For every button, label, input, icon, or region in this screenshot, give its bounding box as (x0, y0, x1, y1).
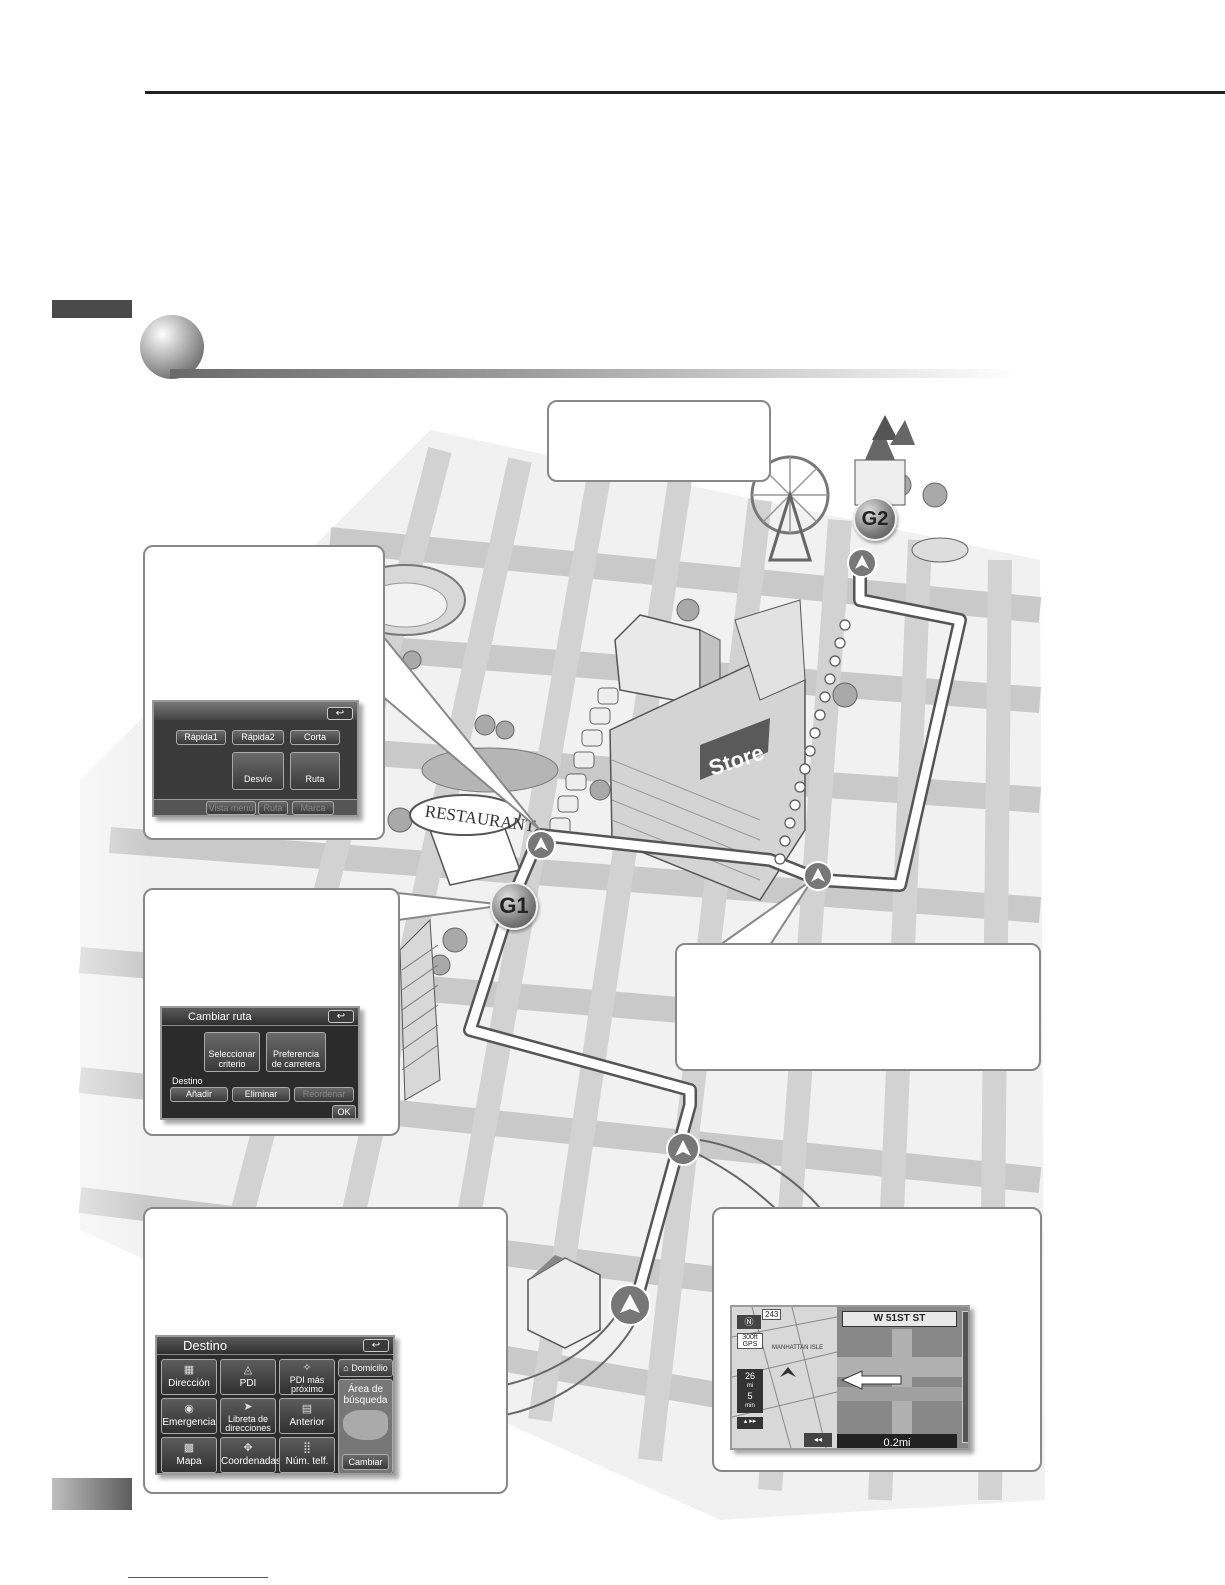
coordinates-icon: ✥ (243, 1442, 253, 1454)
distance-to-turn: 0.2mi (837, 1434, 957, 1448)
search-area-title: Área de búsqueda (343, 1384, 388, 1406)
remaining-time: 5 (747, 1391, 753, 1401)
goal-2-pin: G2 (853, 497, 897, 541)
select-criteria-button[interactable]: Seleccionar criterio (204, 1032, 260, 1072)
road-preference-button[interactable]: Preferencia de carretera (266, 1032, 326, 1072)
destination-screen: Destino ↩ ▦Dirección ◬PDI ✧PDI más próxi… (155, 1335, 395, 1475)
detour-label: Desvío (243, 774, 272, 784)
address-icon: ▦ (183, 1364, 195, 1376)
previous-icon: ▤ (301, 1403, 313, 1415)
delete-button[interactable]: Eliminar (232, 1087, 290, 1102)
section-heading-rule (170, 369, 1020, 378)
section-bullet-icon (140, 315, 204, 379)
callout-waypoint (675, 943, 1041, 1071)
route-label: Ruta (305, 774, 325, 784)
map-street-label: MANHATTAN ISLE (772, 1345, 824, 1351)
poi-icon: ◬ (243, 1364, 253, 1376)
emergency-icon: ◉ (184, 1403, 194, 1415)
fast-route-1-button[interactable]: Rápida1 (176, 730, 226, 745)
zoom-controls[interactable]: ▴ ▸▸ (737, 1417, 763, 1429)
destination-section-label: Destino (172, 1076, 203, 1086)
home-icon: ⌂ (343, 1363, 349, 1373)
tile-emergency[interactable]: ◉Emergencia (161, 1398, 217, 1434)
map-strip (154, 702, 357, 720)
scroll-bar[interactable] (962, 1311, 968, 1443)
route-arrow-markers (526, 548, 877, 1326)
junction-view-pane: W 51ST ST 0.2mi (837, 1307, 968, 1448)
add-button[interactable]: Añadir (170, 1087, 228, 1102)
rewind-icon[interactable]: ◂◂ (804, 1433, 832, 1447)
route-shield: 243 (762, 1309, 782, 1320)
top-rule (145, 91, 1225, 94)
mark-button[interactable]: Marca (292, 801, 334, 815)
route-tab-button[interactable]: Ruta (258, 801, 288, 815)
change-route-title: Cambiar ruta (162, 1008, 358, 1026)
trip-info-panel: 26 mi 5 min (737, 1369, 763, 1413)
tile-address[interactable]: ▦Dirección (161, 1359, 217, 1395)
fast-route-2-button[interactable]: Rápida2 (232, 730, 284, 745)
search-area-panel: Área de búsqueda Cambiar (338, 1379, 393, 1473)
phone-icon: ⣿ (302, 1442, 312, 1454)
back-icon[interactable]: ↩ (327, 707, 353, 720)
address-book-icon: ➤ (243, 1401, 253, 1413)
street-name-banner: W 51ST ST (842, 1311, 957, 1327)
reorder-button[interactable]: Reordenar (294, 1087, 354, 1102)
route-button[interactable]: Ruta (290, 752, 340, 790)
tile-address-book[interactable]: ➤Libreta de direcciones (220, 1398, 276, 1434)
side-tab-marker (52, 300, 132, 318)
tile-coordinates[interactable]: ✥Coordenadas (220, 1437, 281, 1473)
map-icon: ▩ (183, 1442, 195, 1454)
ok-button[interactable]: OK (332, 1105, 356, 1118)
tile-previous[interactable]: ▤Anterior (279, 1398, 335, 1434)
change-area-button[interactable]: Cambiar (342, 1454, 389, 1470)
destination-title: Destino (157, 1337, 393, 1355)
north-icon[interactable]: Ⓝ (737, 1315, 761, 1329)
goal-1-pin: G1 (490, 882, 538, 930)
change-route-screen: Cambiar ruta ↩ Seleccionar criterio Pref… (160, 1006, 360, 1120)
home-button[interactable]: ⌂ Domicilio (338, 1359, 393, 1377)
tile-poi[interactable]: ◬PDI (220, 1359, 276, 1395)
detour-button[interactable]: Desvío (232, 752, 284, 790)
tile-map[interactable]: ▩Mapa (161, 1437, 217, 1473)
footer-link-underline (128, 1577, 268, 1578)
back-icon[interactable]: ↩ (363, 1339, 389, 1352)
route-options-screen: ↩ Rápida1 Rápida2 Corta Desvío Ruta Vist… (152, 700, 359, 817)
remaining-distance: 26 (744, 1371, 755, 1381)
tile-nearest-poi[interactable]: ✧PDI más próximo (279, 1359, 335, 1395)
nearest-poi-icon: ✧ (302, 1362, 312, 1374)
us-map-icon (343, 1410, 388, 1440)
tile-phone-number[interactable]: ⣿Núm. telf. (279, 1437, 335, 1473)
back-icon[interactable]: ↩ (328, 1010, 354, 1023)
time-unit: min (745, 1403, 755, 1409)
bottom-bar: Vista menú Ruta Marca (154, 799, 357, 815)
callout-destination (547, 400, 771, 482)
menu-view-button[interactable]: Vista menú (206, 801, 256, 815)
distance-unit: mi (746, 1383, 754, 1389)
short-route-button[interactable]: Corta (290, 730, 340, 745)
